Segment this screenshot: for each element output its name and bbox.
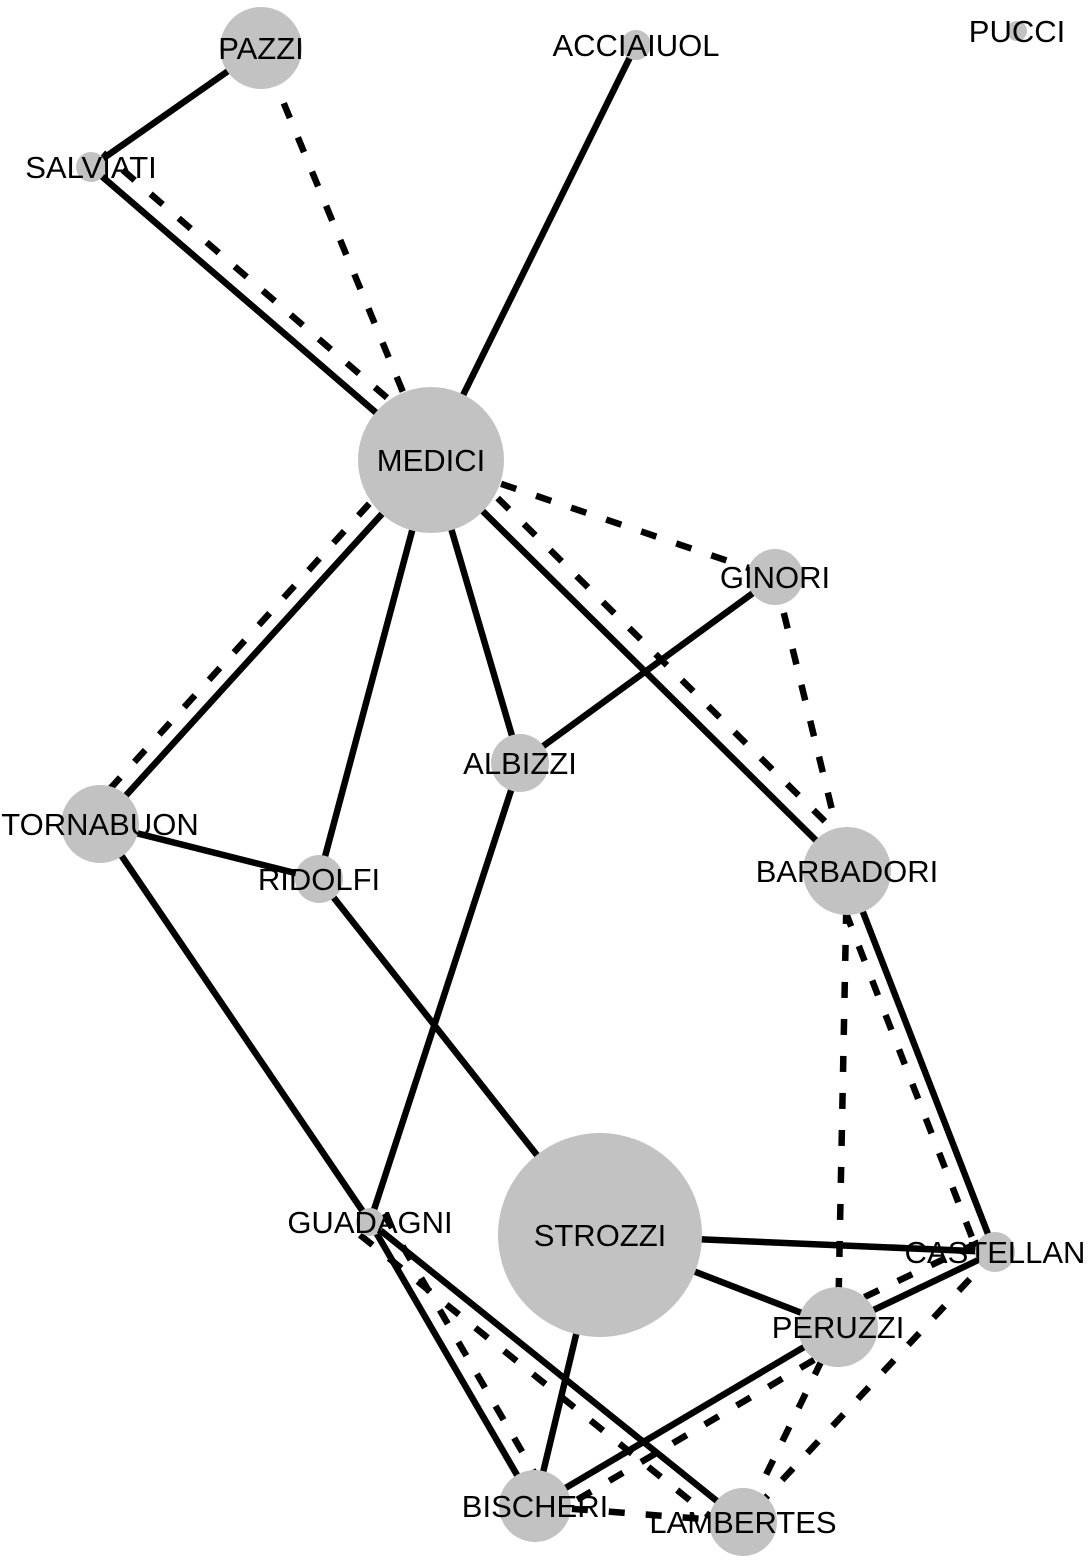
edge-albizzi-guadagni-solid <box>366 761 524 1224</box>
edge-medici-tornabuon-dashed <box>85 446 422 816</box>
edge-tornabuon-guadagni-solid <box>97 822 373 1224</box>
edge-barbadori-peruzzi-dashed <box>834 870 851 1328</box>
edge-medici-tornabuon-solid <box>97 457 434 827</box>
node-label-bischeri: BISCHERI <box>462 1489 608 1524</box>
edge-guadagni-bischeri-dashed <box>381 1212 552 1500</box>
node-medici[interactable] <box>358 387 504 533</box>
node-label-castellan: CASTELLAN <box>905 1235 1086 1270</box>
node-label-albizzi: ALBIZZI <box>463 746 577 781</box>
node-peruzzi[interactable] <box>798 1287 878 1367</box>
edge-medici-pazzi-dashed <box>257 46 435 462</box>
node-tornabuon[interactable] <box>61 785 139 863</box>
edge-castellan-lambertes-dashed <box>740 1249 998 1525</box>
node-label-strozzi: STROZZI <box>534 1218 667 1253</box>
node-label-ridolfi: RIDOLFI <box>258 862 380 897</box>
edge-medici-barbadori-solid <box>428 457 850 874</box>
node-label-ginori: GINORI <box>720 560 830 595</box>
edge-guadagni-lambertes-solid <box>367 1219 746 1525</box>
node-label-salviati: SALVIATI <box>25 150 157 185</box>
node-bischeri[interactable] <box>499 1470 571 1542</box>
node-label-guadagni: GUADAGNI <box>287 1205 452 1240</box>
node-ridolfi[interactable] <box>295 855 343 903</box>
edge-ginori-barbadori-dashed <box>771 576 851 872</box>
edge-guadagni-lambertes-dashed <box>357 1232 736 1538</box>
labels-layer: PAZZI SALVIATI ACCIAIUOL PUCCI MEDICI GINORI A… <box>1 14 1085 1540</box>
edge-albizzi-ginori-solid <box>518 574 777 766</box>
node-pucci[interactable] <box>1007 21 1027 41</box>
edge-peruzzi-castellan-dashed <box>829 1235 990 1316</box>
edge-medici-salviati-solid <box>88 164 434 463</box>
node-strozzi[interactable] <box>498 1133 702 1337</box>
node-ginori[interactable] <box>747 549 803 605</box>
node-barbadori[interactable] <box>803 827 891 915</box>
node-label-acciaiuol: ACCIAIUOL <box>552 28 719 63</box>
node-label-tornabuon: TORNABUON <box>1 807 199 842</box>
node-castellan[interactable] <box>975 1232 1015 1272</box>
node-salviati[interactable] <box>76 152 106 182</box>
node-guadagni[interactable] <box>356 1208 384 1236</box>
node-label-peruzzi: PERUZZI <box>772 1310 905 1345</box>
node-lambertes[interactable] <box>709 1488 777 1556</box>
edge-medici-ginori-dashed <box>429 456 777 581</box>
edge-barbadori-castellan-dashed <box>828 875 984 1260</box>
node-albizzi[interactable] <box>491 734 549 792</box>
node-label-medici: MEDICI <box>377 443 486 478</box>
node-label-pucci: PUCCI <box>969 14 1065 49</box>
edge-guadagni-bischeri-solid <box>367 1220 538 1508</box>
node-label-pazzi: PAZZI <box>218 31 304 66</box>
node-pazzi[interactable] <box>220 7 302 89</box>
edge-medici-barbadori-dashed <box>442 443 864 860</box>
nodes-layer <box>61 7 1027 1556</box>
edge-barbadori-castellan-solid <box>843 869 999 1254</box>
edge-peruzzi-bischeri-solid <box>533 1324 840 1509</box>
node-label-lambertes: LAMBERTES <box>649 1505 836 1540</box>
edge-medici-salviati-dashed <box>100 150 446 449</box>
node-label-barbadori: BARBADORI <box>756 854 939 889</box>
node-acciaiuol[interactable] <box>621 30 651 60</box>
edge-medici-acciaiuol-solid <box>428 43 639 462</box>
